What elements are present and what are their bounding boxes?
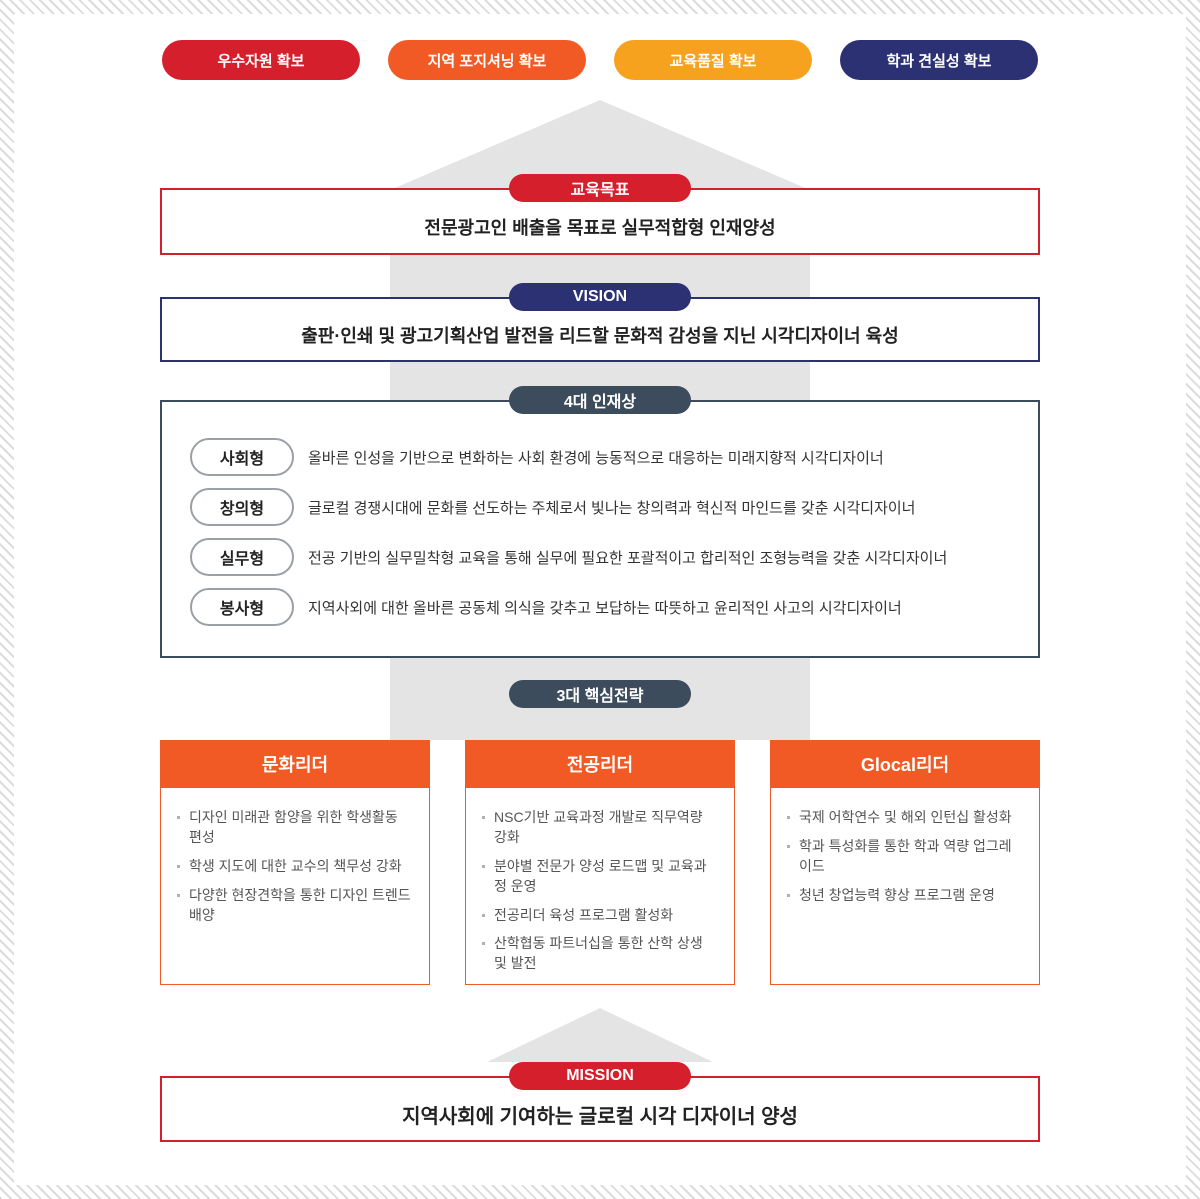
card-body: 국제 어학연수 및 해외 인턴십 활성화 학과 특성화를 통한 학과 역량 업그… [770, 788, 1040, 985]
vision-pill-label: VISION [572, 288, 628, 305]
bullet-item: 국제 어학연수 및 해외 인턴십 활성화 [787, 808, 1023, 828]
card-body: NSC기반 교육과정 개발로 직무역량 강화 분야별 전문가 양성 로드맵 및 … [465, 788, 735, 985]
strategies-pill: 3대 핵심전략 [509, 680, 691, 708]
mission-pill: MISSION [509, 1062, 691, 1090]
badge-label: 지역 포지셔닝 확보 [427, 52, 547, 70]
bullet-item: NSC기반 교육과정 개발로 직무역량 강화 [482, 808, 718, 848]
goal-pill: 교육목표 [509, 174, 691, 202]
talent-row-practical: 실무형 전공 기반의 실무밀착형 교육을 통해 실무에 필요한 포괄적이고 합리… [190, 538, 1010, 576]
bullet-item: 학과 특성화를 통한 학과 역량 업그레이드 [787, 837, 1023, 877]
talent-row-social: 사회형 올바른 인성을 기반으로 변화하는 사회 환경에 능동적으로 대응하는 … [190, 438, 1010, 476]
bullet-item: 디자인 미래관 함양을 위한 학생활동 편성 [177, 808, 413, 848]
bullet-item: 다양한 현장견학을 통한 디자인 트렌드 배양 [177, 886, 413, 926]
bullet-list: NSC기반 교육과정 개발로 직무역량 강화 분야별 전문가 양성 로드맵 및 … [482, 808, 718, 974]
mission-arrow-head [487, 1008, 713, 1062]
talent-oval: 창의형 [190, 488, 294, 526]
vision-text: 출판·인쇄 및 광고기획산업 발전을 리드할 문화적 감성을 지닌 시각디자이너… [301, 325, 899, 346]
bullet-item: 분야별 전문가 양성 로드맵 및 교육과정 운영 [482, 857, 718, 897]
talent-description: 올바른 인성을 기반으로 변화하는 사회 환경에 능동적으로 대응하는 미래지향… [308, 449, 884, 467]
talent-description: 글로컬 경쟁시대에 문화를 선도하는 주체로서 빛나는 창의력과 혁신적 마인드… [308, 499, 916, 517]
talent-oval: 실무형 [190, 538, 294, 576]
bullet-list: 국제 어학연수 및 해외 인턴십 활성화 학과 특성화를 통한 학과 역량 업그… [787, 808, 1023, 906]
card-title: 문화리더 [160, 740, 430, 788]
talent-description: 전공 기반의 실무밀착형 교육을 통해 실무에 필요한 포괄적이고 합리적인 조… [308, 549, 948, 567]
talent-row-creative: 창의형 글로컬 경쟁시대에 문화를 선도하는 주체로서 빛나는 창의력과 혁신적… [190, 488, 1010, 526]
bullet-list: 디자인 미래관 함양을 위한 학생활동 편성 학생 지도에 대한 교수의 책무성… [177, 808, 413, 926]
mission-pill-label: MISSION [566, 1067, 634, 1084]
bullet-item: 학생 지도에 대한 교수의 책무성 강화 [177, 857, 413, 877]
badge-excellent-resources: 우수자원 확보 [162, 40, 360, 80]
strategy-card-major-leader: 전공리더 NSC기반 교육과정 개발로 직무역량 강화 분야별 전문가 양성 로… [465, 740, 735, 985]
talent-row-service: 봉사형 지역사외에 대한 올바른 공동체 의식을 갖추고 보답하는 따뜻하고 윤… [190, 588, 1010, 626]
card-body: 디자인 미래관 함양을 위한 학생활동 편성 학생 지도에 대한 교수의 책무성… [160, 788, 430, 985]
goal-pill-label: 교육목표 [570, 182, 630, 199]
strategy-card-culture-leader: 문화리더 디자인 미래관 함양을 위한 학생활동 편성 학생 지도에 대한 교수… [160, 740, 430, 985]
badge-label: 학과 견실성 확보 [886, 52, 992, 70]
talents-box: 사회형 올바른 인성을 기반으로 변화하는 사회 환경에 능동적으로 대응하는 … [160, 400, 1040, 658]
badge-department-soundness: 학과 견실성 확보 [840, 40, 1038, 80]
strategies-pill-label: 3대 핵심전략 [556, 688, 644, 705]
talent-oval: 봉사형 [190, 588, 294, 626]
strategy-card-glocal-leader: Glocal리더 국제 어학연수 및 해외 인턴십 활성화 학과 특성화를 통한… [770, 740, 1040, 985]
badge-education-quality: 교육품질 확보 [614, 40, 812, 80]
talents-pill-label: 4대 인재상 [563, 394, 637, 411]
talents-pill: 4대 인재상 [509, 386, 691, 414]
talent-oval: 사회형 [190, 438, 294, 476]
bullet-item: 산학협동 파트너십을 통한 산학 상생 및 발전 [482, 934, 718, 974]
badge-label: 교육품질 확보 [669, 52, 757, 70]
vision-pill: VISION [509, 283, 691, 311]
mission-text: 지역사회에 기여하는 글로컬 시각 디자이너 양성 [402, 1105, 798, 1128]
bullet-item: 청년 창업능력 향상 프로그램 운영 [787, 886, 1023, 906]
goal-text: 전문광고인 배출을 목표로 실무적합형 인재양성 [424, 217, 776, 238]
card-title: 전공리더 [465, 740, 735, 788]
bullet-item: 전공리더 육성 프로그램 활성화 [482, 906, 718, 926]
badge-regional-positioning: 지역 포지셔닝 확보 [388, 40, 586, 80]
badge-label: 우수자원 확보 [217, 52, 305, 70]
talent-description: 지역사외에 대한 올바른 공동체 의식을 갖추고 보답하는 따뜻하고 윤리적인 … [308, 599, 902, 617]
card-title: Glocal리더 [770, 740, 1040, 788]
